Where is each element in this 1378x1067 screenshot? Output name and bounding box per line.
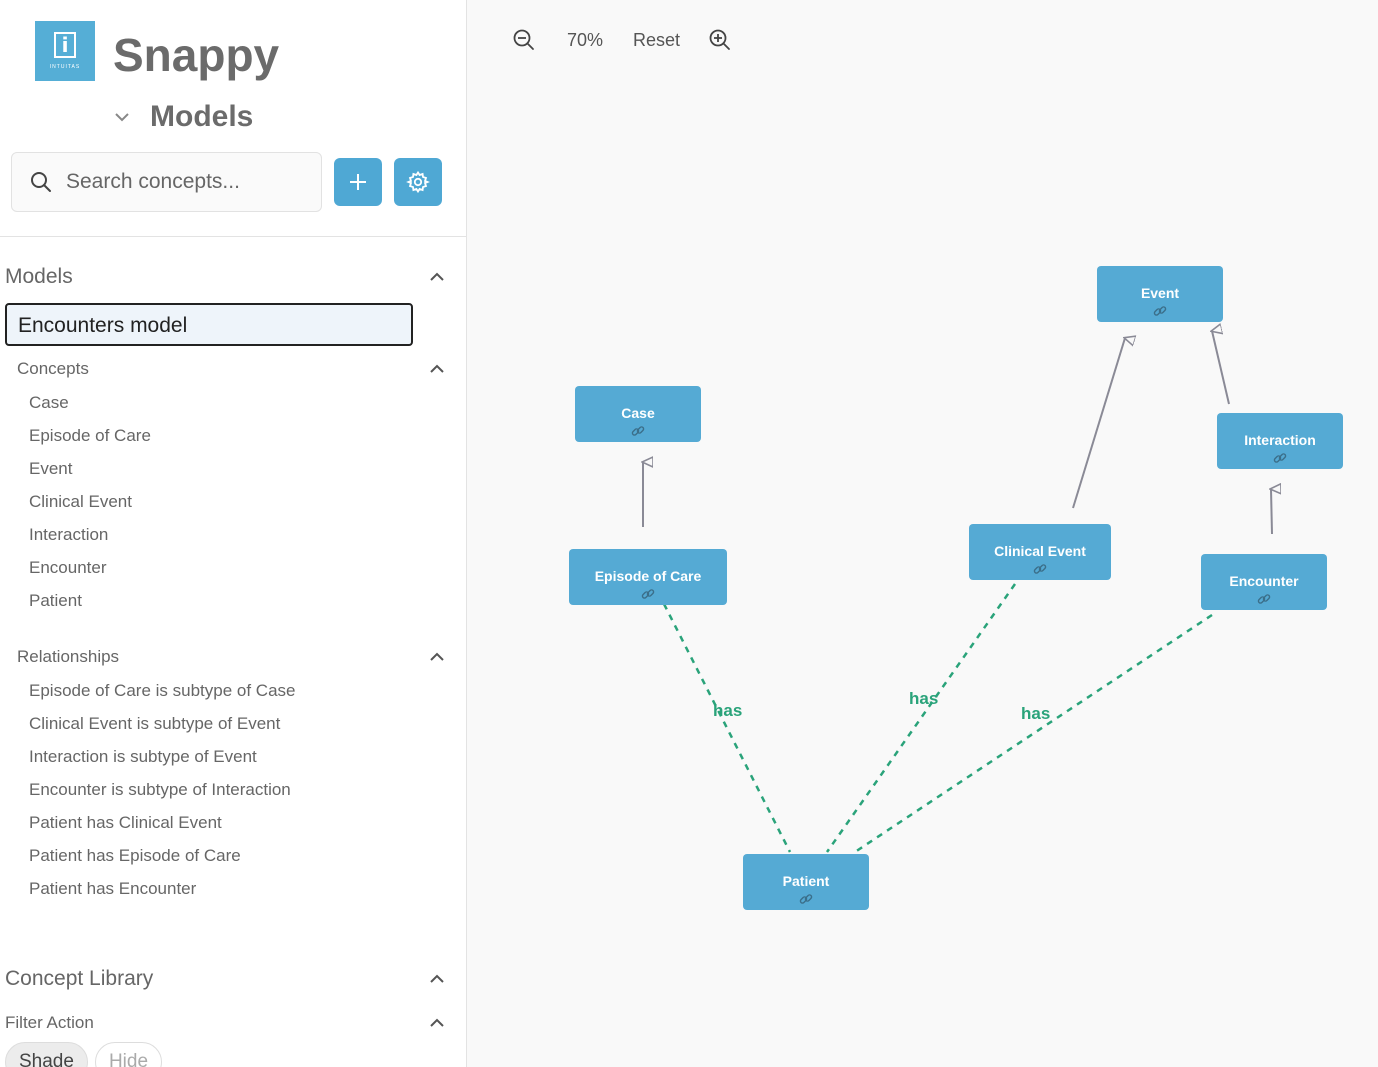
edge-label-has: has <box>909 689 939 708</box>
add-concept-button[interactable] <box>334 158 382 206</box>
has-edge-patient-clinical[interactable] <box>825 583 1017 853</box>
node-episode-of-care[interactable]: Episode of Care <box>569 549 727 605</box>
models-section-header[interactable]: Models <box>5 265 445 289</box>
has-edge-patient-encounter[interactable] <box>854 613 1213 854</box>
concept-item[interactable]: Encounter <box>29 558 107 577</box>
filter-action-header[interactable]: Filter Action <box>5 1013 445 1033</box>
concepts-section-title: Concepts <box>17 359 89 378</box>
zoom-in-icon[interactable] <box>708 28 732 52</box>
has-edge-patient-episode[interactable] <box>662 603 792 853</box>
chevron-up-icon <box>430 974 444 983</box>
relationship-item[interactable]: Patient has Encounter <box>29 879 197 898</box>
search-icon <box>31 172 51 192</box>
relationships-section-title: Relationships <box>17 647 120 666</box>
concept-item[interactable]: Episode of Care <box>29 426 151 445</box>
gear-icon <box>406 170 430 194</box>
settings-button[interactable] <box>394 158 442 206</box>
sidebar-divider <box>0 236 466 237</box>
concept-item[interactable]: Clinical Event <box>29 492 132 511</box>
node-label: Patient <box>782 873 830 889</box>
models-dropdown-label: Models <box>150 100 254 133</box>
app-title: Snappy <box>113 29 280 81</box>
zoom-out-icon[interactable] <box>512 28 536 52</box>
node-interaction[interactable]: Interaction <box>1217 413 1343 469</box>
node-label: Encounter <box>1229 573 1299 589</box>
node-event[interactable]: Event <box>1097 266 1223 322</box>
reset-zoom-button[interactable]: Reset <box>633 29 681 50</box>
subtype-edge-interaction-event[interactable] <box>1212 331 1230 405</box>
concept-item[interactable]: Case <box>29 393 69 412</box>
concept-library-header[interactable]: Concept Library <box>5 967 445 991</box>
models-dropdown[interactable]: Models <box>112 100 253 134</box>
relationship-list: Episode of Care is subtype of Case Clini… <box>29 674 295 905</box>
concept-list: Case Episode of Care Event Clinical Even… <box>29 386 151 617</box>
zoom-level: 70% <box>567 29 604 50</box>
search-input[interactable] <box>66 170 306 194</box>
link-icon[interactable] <box>1257 592 1271 606</box>
relationship-item[interactable]: Encounter is subtype of Interaction <box>29 780 291 799</box>
relationship-item[interactable]: Clinical Event is subtype of Event <box>29 714 281 733</box>
relationship-item[interactable]: Interaction is subtype of Event <box>29 747 257 766</box>
models-section-title: Models <box>5 265 73 288</box>
node-patient[interactable]: Patient <box>743 854 869 910</box>
node-label: Episode of Care <box>594 568 702 584</box>
node-clinical-event[interactable]: Clinical Event <box>969 524 1111 580</box>
relationship-item[interactable]: Episode of Care is subtype of Case <box>29 681 296 700</box>
edge-label-has: has <box>1021 704 1051 723</box>
subtype-edge-encounter-interaction[interactable] <box>1271 489 1272 535</box>
concept-item[interactable]: Event <box>29 459 73 478</box>
concept-library-title: Concept Library <box>5 967 154 990</box>
chevron-up-icon <box>430 652 444 661</box>
relationships-section-header[interactable]: Relationships <box>17 647 445 667</box>
node-case[interactable]: Case <box>575 386 701 442</box>
zoom-toolbar: 70% Reset <box>512 28 732 52</box>
concepts-section-header[interactable]: Concepts <box>17 359 445 379</box>
plus-icon <box>350 174 366 190</box>
logo-letter: i <box>54 32 76 58</box>
relationship-item[interactable]: Patient has Episode of Care <box>29 846 241 865</box>
search-box <box>11 152 322 212</box>
edge-label-has: has <box>713 701 743 720</box>
link-icon[interactable] <box>799 892 813 906</box>
chevron-down-icon <box>115 113 129 122</box>
chevron-up-icon <box>430 1018 444 1027</box>
link-icon[interactable] <box>1273 451 1287 465</box>
filter-hide-chip[interactable]: Hide <box>94 1042 163 1067</box>
node-label: Clinical Event <box>994 543 1086 559</box>
concept-item[interactable]: Interaction <box>29 525 109 544</box>
node-label: Event <box>1140 285 1180 301</box>
concept-item[interactable]: Patient <box>29 591 82 610</box>
selected-model[interactable]: Encounters model <box>5 303 413 346</box>
node-encounter[interactable]: Encounter <box>1201 554 1327 610</box>
filter-action-options: Shade Hide <box>5 1042 163 1067</box>
chevron-up-icon <box>430 272 444 281</box>
link-icon[interactable] <box>1153 304 1167 318</box>
filter-shade-chip[interactable]: Shade <box>5 1042 88 1067</box>
link-icon[interactable] <box>1033 562 1047 576</box>
diagram-canvas[interactable]: 70% Reset has has has Event Case <box>467 0 1378 1067</box>
node-label: Interaction <box>1244 432 1316 448</box>
link-icon[interactable] <box>641 587 655 601</box>
logo-text: INTUITAS <box>49 64 81 70</box>
subtype-edge-clinical-event[interactable] <box>1072 338 1125 509</box>
link-icon[interactable] <box>631 424 645 438</box>
chevron-up-icon <box>430 364 444 373</box>
diagram-edges <box>467 0 1378 854</box>
filter-action-title: Filter Action <box>5 1013 94 1032</box>
node-label: Case <box>621 405 655 421</box>
intuitas-logo: i INTUITAS <box>35 21 95 81</box>
relationship-item[interactable]: Patient has Clinical Event <box>29 813 222 832</box>
sidebar: i INTUITAS Snappy Models Models <box>0 0 467 1067</box>
